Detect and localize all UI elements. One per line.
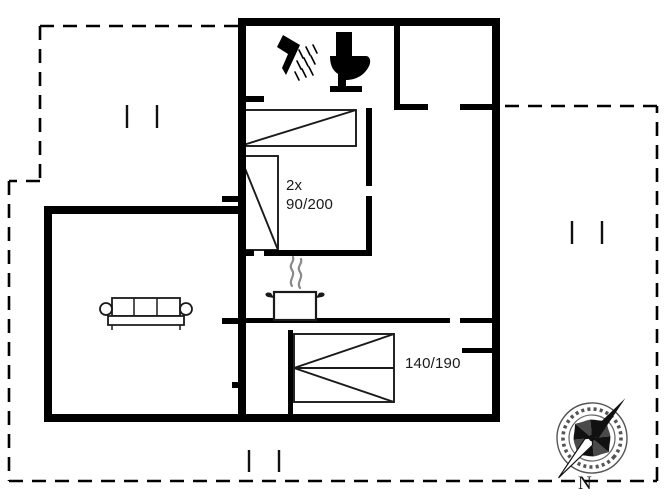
steam-line bbox=[289, 255, 295, 288]
toilet-bowl bbox=[330, 56, 371, 92]
shower-handle bbox=[277, 35, 300, 75]
wall-door-jamb-left bbox=[222, 196, 244, 202]
wall-bed-alcove-left bbox=[288, 330, 293, 414]
toilet-icon bbox=[330, 32, 371, 92]
sofa-arm-right bbox=[179, 302, 193, 316]
wall-exterior-left bbox=[44, 206, 52, 422]
double-bed-label: 140/190 bbox=[405, 355, 461, 372]
toilet-cistern bbox=[336, 32, 352, 56]
sofa-seat bbox=[107, 315, 185, 326]
wall-hall-stub-right bbox=[462, 348, 496, 353]
bed-diagonal bbox=[239, 155, 279, 251]
bed-diagonal bbox=[239, 109, 357, 147]
stove-pot-icon bbox=[265, 255, 325, 322]
pot-handle-right bbox=[316, 292, 325, 298]
pot-handle-left bbox=[265, 292, 274, 298]
wall-door-jamb-left-lower bbox=[222, 318, 244, 324]
wall-exterior-top bbox=[238, 18, 500, 26]
wall-utility-bottom-left bbox=[394, 104, 428, 110]
wall-utility-left bbox=[394, 22, 400, 108]
compass-rose-icon bbox=[556, 398, 628, 479]
bunk-bed-label: 2x 90/200 bbox=[286, 177, 334, 213]
sofa-icon bbox=[99, 297, 193, 330]
wall-bedroom-right-upper bbox=[366, 108, 372, 186]
compass-needle-south bbox=[558, 437, 594, 479]
wall-bath-bedroom-stub bbox=[238, 96, 264, 102]
wall-bedroom-bottom bbox=[264, 250, 372, 256]
wall-living-top-right bbox=[196, 206, 246, 214]
north-label: N bbox=[578, 473, 592, 494]
steam-line bbox=[297, 257, 303, 290]
shower-icon bbox=[277, 35, 318, 81]
wall-exterior-bottom bbox=[44, 414, 500, 422]
wall-hall-bottom-right bbox=[460, 318, 500, 323]
pot-body bbox=[272, 290, 318, 322]
wall-living-top-left bbox=[44, 206, 196, 214]
wall-door-jamb-lower bbox=[232, 382, 246, 388]
wall-kitchen-bottom bbox=[246, 318, 450, 323]
bed-diagonal bbox=[293, 333, 395, 369]
wall-utility-bottom-right bbox=[460, 104, 496, 110]
wall-bedroom-bottom-stub bbox=[238, 250, 254, 256]
compass-needle-north bbox=[591, 398, 626, 438]
wall-exterior-mid-vertical bbox=[238, 18, 246, 422]
bed-diagonal bbox=[293, 367, 395, 403]
sofa-arm-left bbox=[99, 302, 113, 316]
wall-bedroom-right-lower bbox=[366, 196, 372, 254]
wall-exterior-right bbox=[492, 18, 500, 422]
